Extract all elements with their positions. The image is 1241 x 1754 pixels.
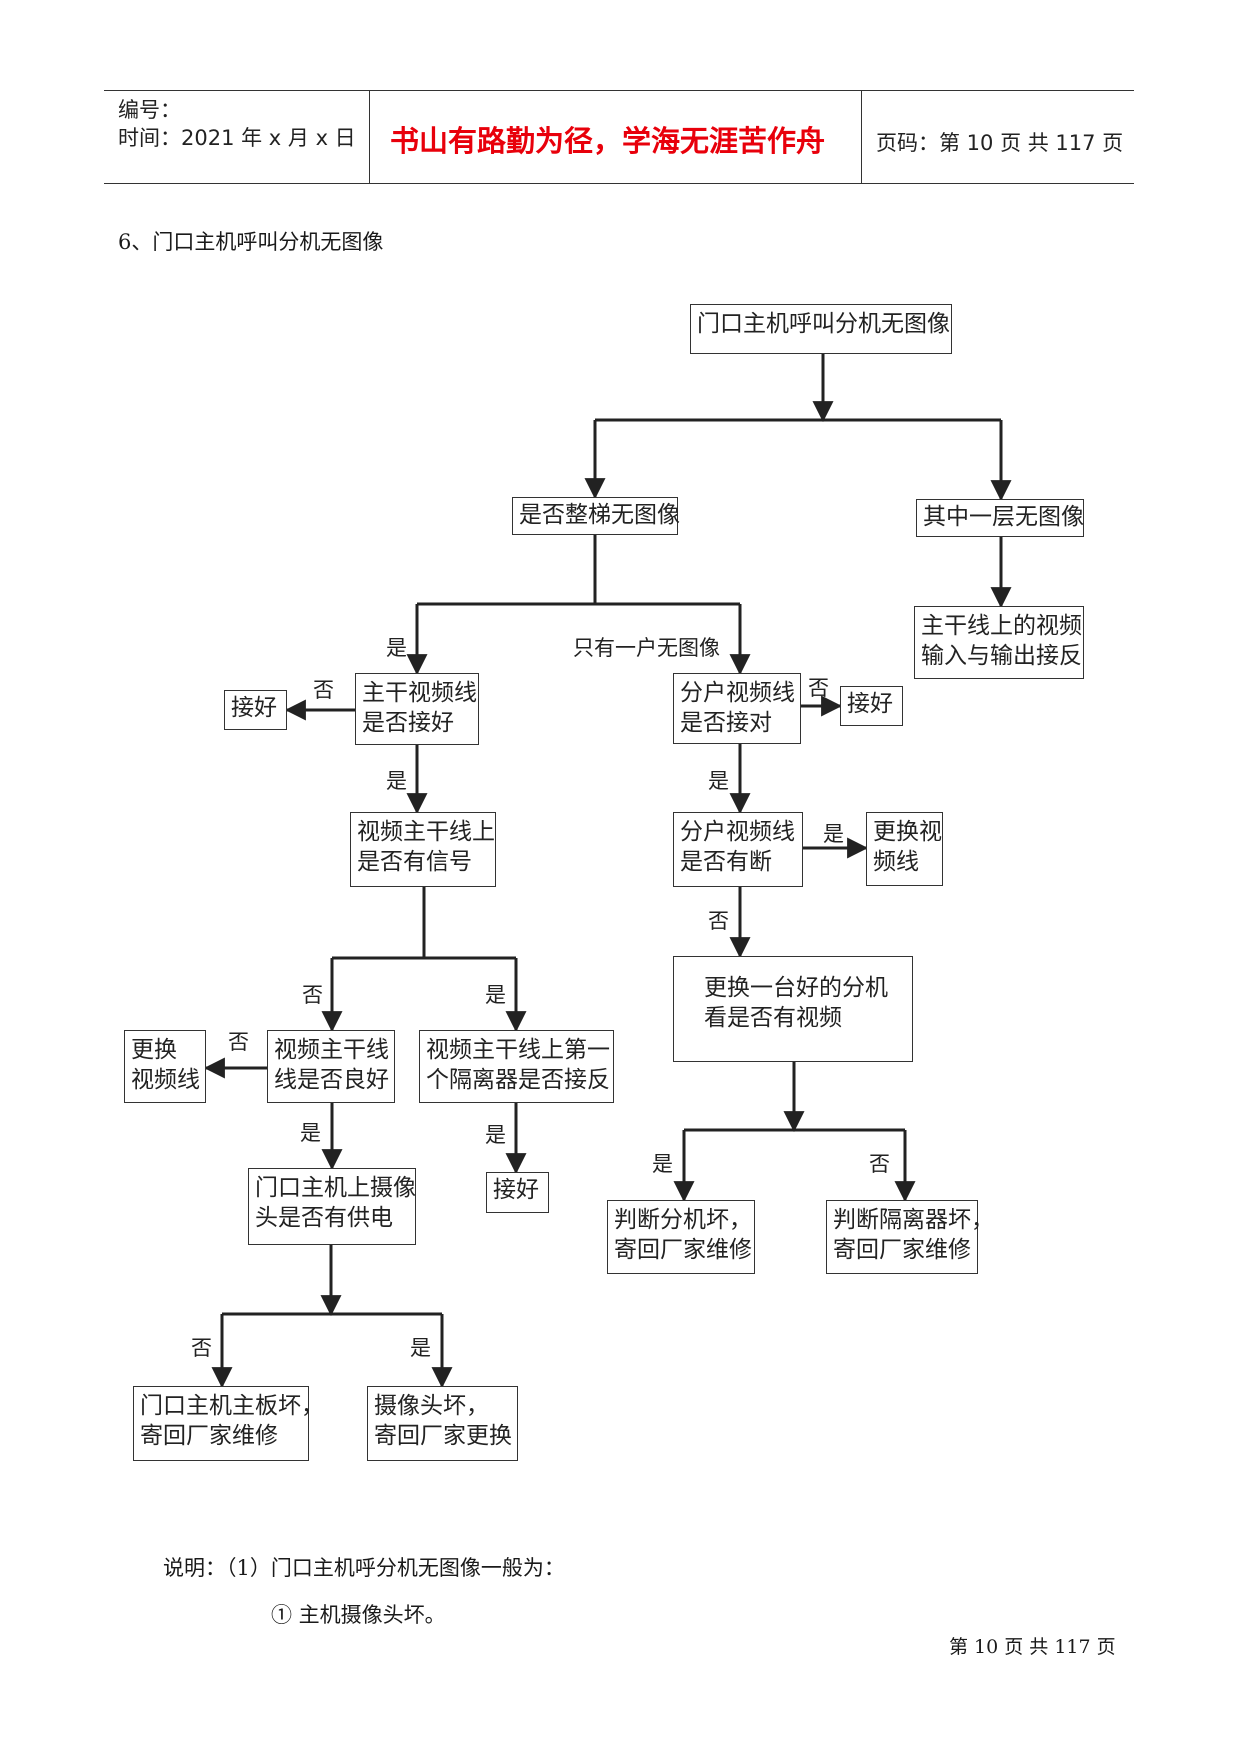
node-camera-bad: 摄像头坏， 寄回厂家更换 (367, 1386, 518, 1461)
node-whole-building: 是否整梯无图像 (512, 497, 680, 535)
header-bottom-rule (104, 183, 1134, 184)
label-yes-branch-broken: 是 (823, 822, 844, 846)
page-info: 页码：第 10 页 共 117 页 (876, 131, 1124, 155)
page-footer: 第 10 页 共 117 页 (949, 1636, 1116, 1658)
header-motto: 书山有路勤为径，学海无涯苦作舟 (390, 124, 826, 158)
node-isolator-bad: 判断隔离器坏， 寄回厂家维修 (826, 1200, 994, 1274)
date-text: 时间：2021 年 x 月 x 日 (118, 126, 356, 150)
node-replace-line-left: 更换 视频线 (124, 1030, 206, 1103)
node-branch-broken: 分户视频线 是否有断 (673, 812, 803, 887)
label-no-trunk-good: 否 (228, 1030, 249, 1054)
serial-label: 编号： (118, 98, 181, 122)
node-replace-line-right: 更换视 频线 (866, 812, 943, 886)
section-title: 6、门口主机呼叫分机无图像 (118, 230, 384, 254)
node-trunk-signal: 视频主干线上 是否有信号 (350, 812, 496, 887)
header-divider-left (369, 90, 370, 183)
label-yes-trunk-good: 是 (300, 1121, 321, 1145)
node-branch-connected: 分户视频线 是否接对 (673, 673, 801, 744)
label-yes-isolator: 是 (485, 1123, 506, 1147)
label-yes-trunk-connect: 是 (386, 769, 407, 793)
label-yes-power: 是 (410, 1336, 431, 1360)
node-connect-right: 接好 (840, 686, 903, 726)
node-trunk-good: 视频主干线 线是否良好 (267, 1030, 395, 1103)
label-no-swap: 否 (869, 1152, 890, 1176)
node-connect-bottom: 接好 (486, 1172, 549, 1213)
notes-intro: 说明：（1）门口主机呼分机无图像一般为： (163, 1556, 565, 1580)
label-no-branch-connect: 否 (808, 676, 829, 700)
notes-item-1: ① 主机摄像头坏。 (271, 1603, 446, 1627)
node-board-bad: 门口主机主板坏， 寄回厂家维修 (133, 1386, 324, 1461)
label-yes-swap: 是 (652, 1152, 673, 1176)
node-unit-bad: 判断分机坏， 寄回厂家维修 (607, 1200, 755, 1274)
node-trunk-connected: 主干视频线 是否接好 (355, 673, 479, 745)
label-only-one-unit: 只有一户无图像 (573, 636, 720, 660)
node-connect-left: 接好 (224, 690, 287, 730)
node-root: 门口主机呼叫分机无图像 (690, 304, 952, 354)
label-no-branch-broken: 否 (708, 909, 729, 933)
node-one-floor: 其中一层无图像 (916, 499, 1084, 537)
label-yes-whole: 是 (386, 636, 407, 660)
node-camera-power: 门口主机上摄像 头是否有供电 (248, 1168, 416, 1245)
node-trunk-reverse: 主干线上的视频 输入与输出接反 (914, 606, 1084, 679)
node-swap-unit: 更换一台好的分机 看是否有视频 (673, 956, 913, 1062)
label-no-power: 否 (191, 1336, 212, 1360)
node-isolator-reverse: 视频主干线上第一 个隔离器是否接反 (419, 1030, 614, 1103)
header-divider-right (861, 90, 862, 183)
label-no-trunk-connect: 否 (313, 678, 334, 702)
header-top-rule (104, 90, 1134, 91)
label-no-signal: 否 (302, 983, 323, 1007)
label-yes-signal: 是 (485, 983, 506, 1007)
label-yes-branch-connect: 是 (708, 769, 729, 793)
